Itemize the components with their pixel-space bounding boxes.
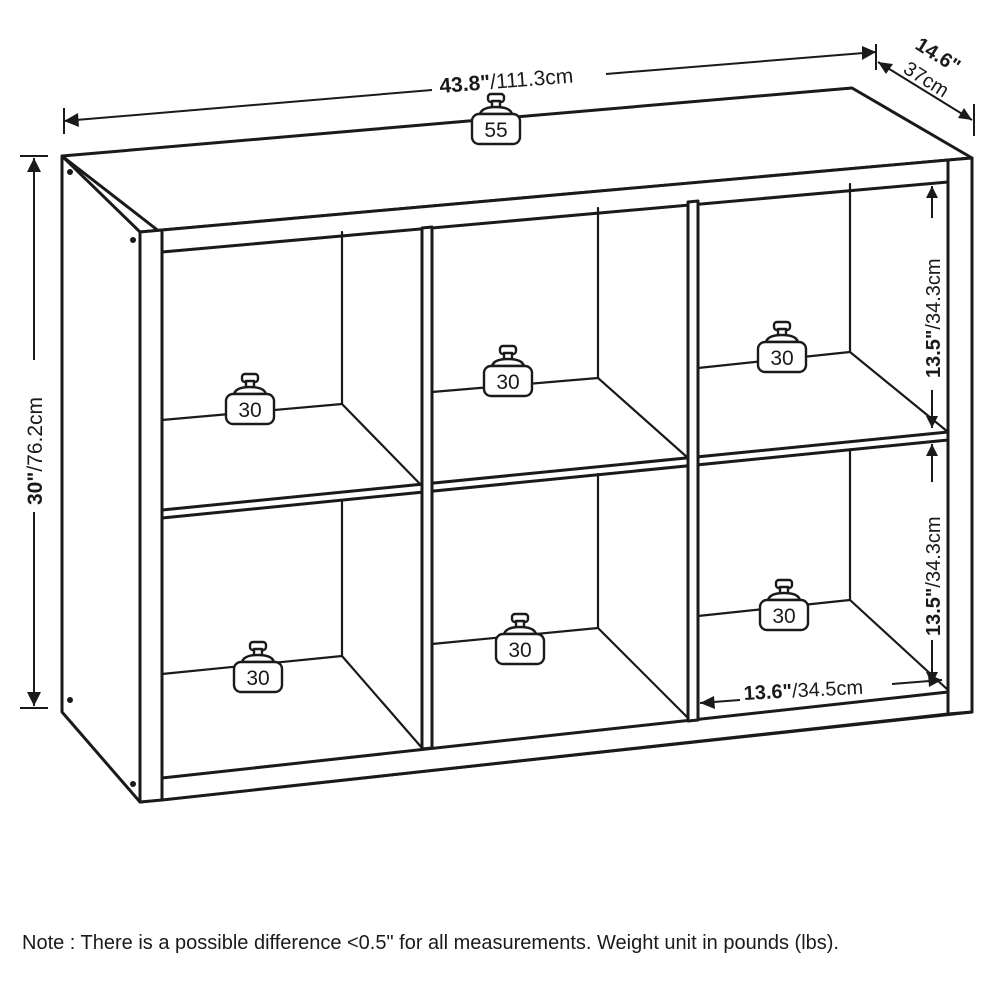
weight-cube-top-right: 30 (756, 320, 808, 374)
cube-bottom-middle (430, 472, 690, 720)
shelf-divider-right (686, 199, 700, 723)
dimension-lines (20, 44, 975, 709)
screw-dot (130, 781, 136, 787)
weight-value: 30 (246, 667, 269, 690)
shelf-divider-left (420, 225, 434, 751)
upper-cube-height-label: 13.5"/34.3cm (923, 258, 945, 378)
weight-55-top: 55 (470, 92, 522, 146)
shelf-unit (60, 86, 974, 804)
weight-cube-top-middle: 30 (482, 344, 534, 398)
screw-dot (67, 169, 73, 175)
weight-cube-top-left: 30 (224, 372, 276, 426)
cube-width-label: 13.6"/34.5cm (743, 677, 864, 705)
shelf-left-side (60, 154, 142, 804)
screw-dot (67, 697, 73, 703)
screw-dot (130, 237, 136, 243)
weight-value: 30 (770, 347, 793, 370)
height-dimension-label: 30"/76.2cm (24, 397, 47, 505)
weight-value: 55 (484, 119, 507, 142)
shelf-bottom-front-edge (160, 690, 950, 802)
shelf-right-front-edge (946, 156, 974, 716)
cube-bottom-left (160, 498, 424, 750)
shelf-left-front-edge (138, 228, 164, 804)
shelf-top-front-edge (160, 158, 950, 254)
weight-cube-bottom-right: 30 (758, 578, 810, 632)
weight-value: 30 (496, 371, 519, 394)
weight-markers: 55 30 30 30 30 30 30 (224, 92, 810, 694)
weight-value: 30 (238, 399, 261, 422)
shelf-middle-front-edge (160, 430, 950, 520)
weight-cube-bottom-middle: 30 (494, 612, 546, 666)
weight-cube-bottom-left: 30 (232, 640, 284, 694)
cube-top-left (160, 230, 424, 488)
width-dimension-label: 43.8"/111.3cm (439, 65, 575, 98)
lower-cube-height-label: 13.5"/34.3cm (923, 516, 945, 636)
weight-value: 30 (508, 639, 531, 662)
weight-value: 30 (772, 605, 795, 628)
measurement-note: Note : There is a possible difference <0… (22, 932, 839, 954)
